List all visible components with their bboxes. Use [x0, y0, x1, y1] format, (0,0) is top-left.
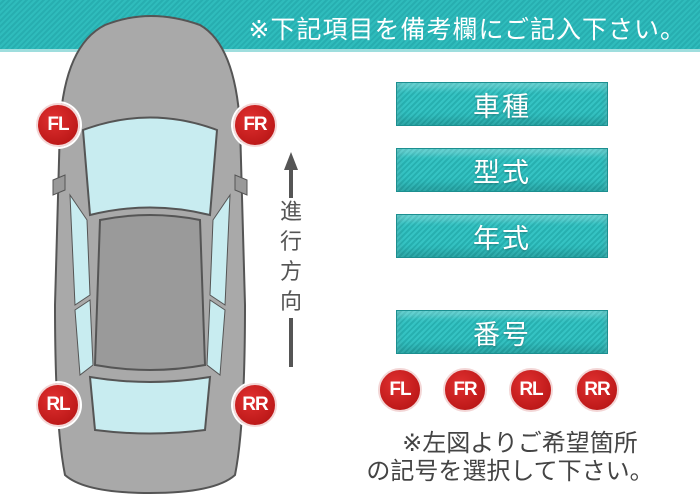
note-line-1: ※左図よりご希望箇所 — [402, 429, 638, 457]
note-line-2: の記号を選択して下さい。 — [366, 457, 654, 485]
banner-text: ※下記項目を備考欄にご記入下さい。 — [248, 15, 686, 44]
badge-front-right[interactable]: FR — [233, 103, 277, 147]
legend-badge-fl: FL — [378, 368, 422, 412]
legend-badge-fr: FR — [443, 368, 487, 412]
badge-front-left[interactable]: FL — [36, 103, 80, 147]
direction-label: 進行方向 — [276, 198, 306, 318]
car-diagram — [52, 15, 248, 495]
badge-rear-right[interactable]: RR — [233, 383, 277, 427]
field-year[interactable]: 年式 — [396, 214, 608, 258]
legend-badge-rl: RL — [509, 368, 553, 412]
field-model-code[interactable]: 型式 — [396, 148, 608, 192]
badge-rear-left[interactable]: RL — [36, 383, 80, 427]
field-car-model[interactable]: 車種 — [396, 82, 608, 126]
field-plate-number[interactable]: 番号 — [396, 310, 608, 354]
legend-badge-rr: RR — [575, 368, 619, 412]
